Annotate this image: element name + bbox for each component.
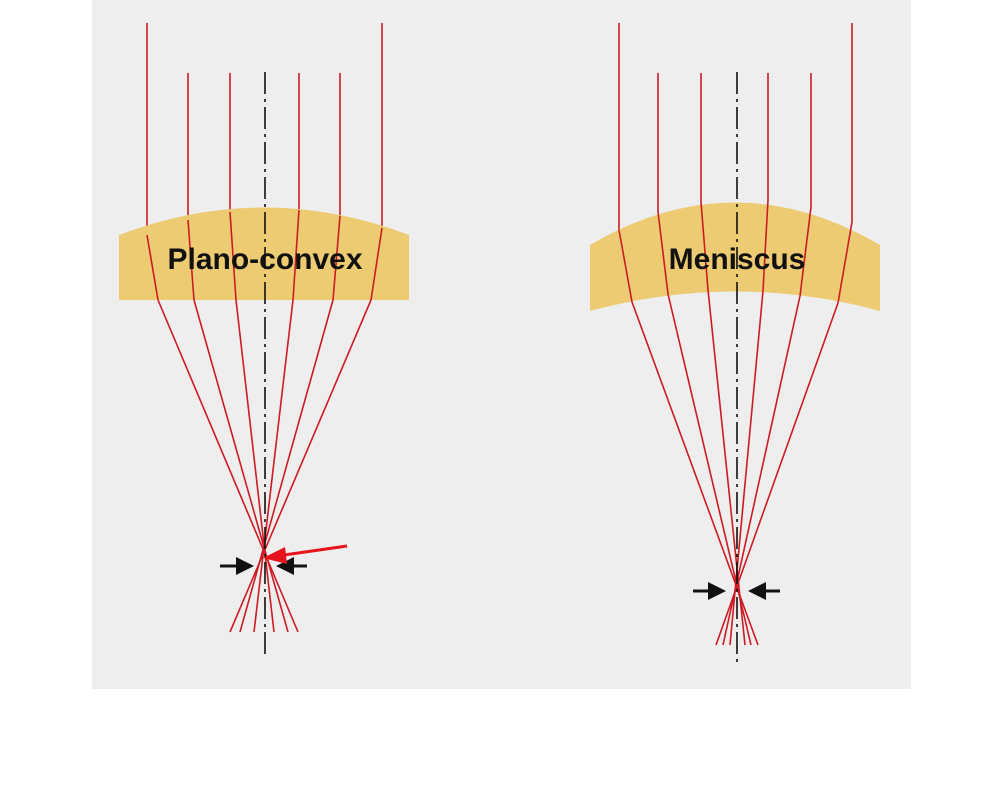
refracted-ray (157, 299, 299, 633)
plano-convex-refracted-rays (146, 209, 383, 633)
refracted-ray (239, 299, 334, 633)
refracted-ray (762, 199, 769, 292)
meniscus-focus-markers (693, 582, 780, 600)
meniscus-diagram: Meniscus (590, 23, 880, 666)
refracted-ray (657, 211, 669, 295)
refracted-ray (700, 201, 709, 291)
refracted-ray (837, 221, 853, 304)
refracted-ray (332, 215, 341, 301)
focus-arrow-right-head (748, 582, 766, 600)
focus-arrow-left-head (708, 582, 726, 600)
refracted-ray (292, 209, 300, 301)
refracted-ray (187, 219, 195, 301)
refracted-ray (253, 299, 294, 633)
refracted-ray (193, 299, 289, 633)
refracted-ray (235, 299, 275, 633)
highlight-arrow-shaft (283, 544, 348, 557)
focus-arrow-right-head (276, 557, 294, 575)
plano-convex-highlight-arrow (263, 544, 348, 564)
highlight-arrow-head (263, 547, 287, 564)
plano-convex-incoming-rays (146, 23, 383, 235)
refracted-ray (799, 206, 812, 297)
plano-convex-label: Plano-convex (167, 243, 362, 276)
meniscus-label: Meniscus (669, 243, 806, 276)
refracted-ray (229, 299, 372, 633)
refracted-ray (707, 289, 746, 646)
refracted-ray (370, 227, 383, 301)
refracted-ray (722, 295, 801, 646)
diagram-panel (92, 0, 911, 689)
meniscus-incoming-rays (618, 23, 853, 230)
plano-convex-diagram: Plano-convex (119, 23, 409, 658)
refracted-ray (146, 234, 159, 301)
meniscus-refracted-rays (618, 199, 853, 646)
focus-arrow-left-head (236, 557, 254, 575)
plano-convex-focus-markers (220, 557, 307, 575)
refracted-ray (715, 302, 839, 646)
refracted-ray (229, 211, 237, 301)
refracted-ray (618, 229, 633, 303)
